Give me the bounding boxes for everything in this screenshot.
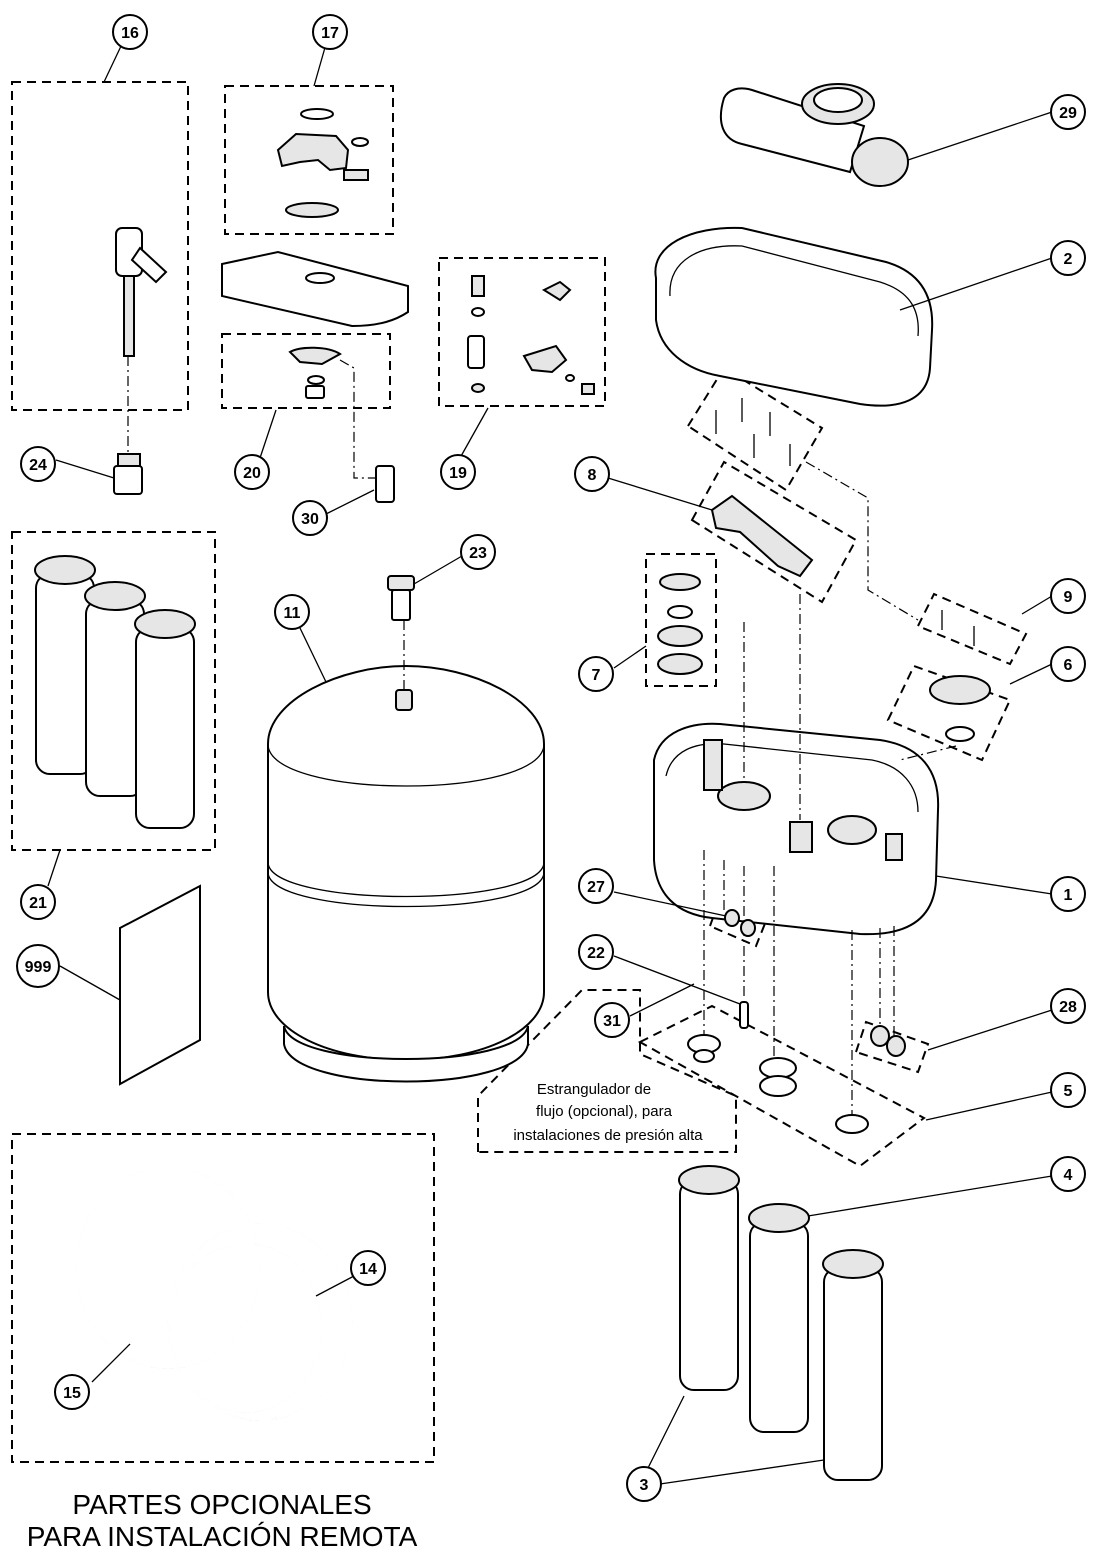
nuts-28-group-box	[854, 1020, 930, 1074]
remote-install-caption: PARTES OPCIONALES PARA INSTALACIÓN REMOT…	[27, 1489, 418, 1552]
remote-tubing-group-box	[11, 1133, 435, 1463]
flow-restrictor-22	[739, 1001, 749, 1029]
callout-4: 4	[1050, 1156, 1086, 1192]
svg-text:14: 14	[359, 1261, 377, 1278]
filter-cartridges-3-4	[678, 1165, 884, 1481]
svg-text:24: 24	[29, 457, 47, 474]
svg-text:1: 1	[1064, 887, 1073, 904]
screws-top	[715, 398, 791, 466]
mount-hardware-20	[288, 346, 342, 399]
callout-2: 2	[1050, 240, 1086, 276]
callout-24: 24	[20, 446, 56, 482]
svg-text:999: 999	[25, 959, 52, 976]
callout-17: 17	[312, 14, 348, 50]
callout-20: 20	[234, 454, 270, 490]
flow-restrictor-note-box	[477, 989, 737, 1153]
note-line-3: instalaciones de presión alta	[513, 1127, 703, 1144]
svg-text:3: 3	[640, 1477, 649, 1494]
cover-2	[654, 226, 934, 407]
caption-line-1: PARTES OPCIONALES	[72, 1489, 371, 1520]
bracket-8	[710, 494, 814, 578]
callout-8: 8	[574, 456, 610, 492]
note-line-2: flujo (opcional), para	[536, 1103, 673, 1120]
faucet-parts-17	[276, 108, 369, 218]
fittings-group-box	[438, 257, 606, 407]
caption-line-2: PARA INSTALACIÓN REMOTA	[27, 1521, 418, 1552]
callout-6: 6	[1050, 646, 1086, 682]
svg-text:29: 29	[1059, 105, 1077, 122]
svg-text:23: 23	[469, 545, 487, 562]
callout-21: 21	[20, 884, 56, 920]
seals-group-box	[645, 553, 717, 687]
screws-top-group-box	[686, 366, 824, 492]
base-plate-5	[687, 1034, 869, 1134]
port-plate-group-box	[886, 664, 1012, 762]
prefilter-group-box	[11, 531, 216, 851]
callout-28: 28	[1050, 988, 1086, 1024]
manual-999	[119, 884, 201, 1086]
tank-valve-23	[387, 575, 415, 621]
svg-text:28: 28	[1059, 999, 1077, 1016]
svg-text:30: 30	[301, 511, 319, 528]
svg-text:2: 2	[1064, 251, 1073, 268]
nuts-28	[870, 1025, 906, 1057]
callout-3: 3	[626, 1466, 662, 1502]
callout-29: 29	[1050, 94, 1086, 130]
svg-text:20: 20	[243, 465, 261, 482]
svg-text:4: 4	[1064, 1167, 1073, 1184]
callout-30: 30	[292, 500, 328, 536]
callout-23: 23	[460, 534, 496, 570]
tubing-coils	[75, 1167, 353, 1421]
svg-text:21: 21	[29, 895, 47, 912]
port-plate-6	[929, 675, 991, 742]
flow-restrictor-note: Estrangulador de flujo (opcional), para …	[513, 1081, 703, 1144]
svg-text:16: 16	[121, 25, 139, 42]
screws-side-group-box	[916, 592, 1028, 666]
drain-saddle-29	[719, 83, 909, 187]
callout-999: 999	[16, 944, 60, 988]
svg-text:31: 31	[603, 1013, 621, 1030]
svg-text:27: 27	[587, 879, 605, 896]
svg-text:11: 11	[284, 605, 301, 622]
callout-9: 9	[1050, 578, 1086, 614]
faucet-base-plate	[221, 250, 409, 328]
screws-side	[941, 610, 975, 646]
callout-22: 22	[578, 934, 614, 970]
leader-lines	[47, 43, 1053, 1485]
callout-11: 11	[274, 594, 310, 630]
callout-14: 14	[350, 1250, 386, 1286]
base-plate-outline	[637, 1004, 926, 1168]
svg-text:6: 6	[1064, 657, 1073, 674]
svg-text:19: 19	[449, 465, 467, 482]
svg-text:15: 15	[63, 1385, 81, 1402]
note-line-1: Estrangulador de	[537, 1081, 651, 1098]
seals-7	[657, 573, 703, 675]
svg-text:5: 5	[1064, 1083, 1073, 1100]
manifold-housing-1	[653, 722, 940, 936]
callout-7: 7	[578, 656, 614, 692]
faucet	[38, 96, 168, 357]
faucet-group-box	[11, 81, 189, 411]
nuts-27	[724, 909, 756, 937]
svg-text:17: 17	[321, 25, 339, 42]
svg-text:7: 7	[592, 667, 601, 684]
faucet-mount-group-box	[221, 333, 391, 409]
prefilter-cartridges-21	[34, 555, 196, 829]
svg-text:22: 22	[587, 945, 605, 962]
callout-19: 19	[440, 454, 476, 490]
callout-5: 5	[1050, 1072, 1086, 1108]
connector-24	[113, 453, 143, 495]
faucet-parts-group-box	[224, 85, 394, 235]
callout-15: 15	[54, 1374, 90, 1410]
callout-27: 27	[578, 868, 614, 904]
fittings-19	[467, 275, 595, 395]
callout-16: 16	[112, 14, 148, 50]
callout-31: 31	[594, 1002, 630, 1038]
coupling-30	[375, 465, 395, 503]
callout-1: 1	[1050, 876, 1086, 912]
svg-text:8: 8	[588, 467, 597, 484]
svg-text:9: 9	[1064, 589, 1073, 606]
storage-tank-11	[267, 664, 545, 1083]
